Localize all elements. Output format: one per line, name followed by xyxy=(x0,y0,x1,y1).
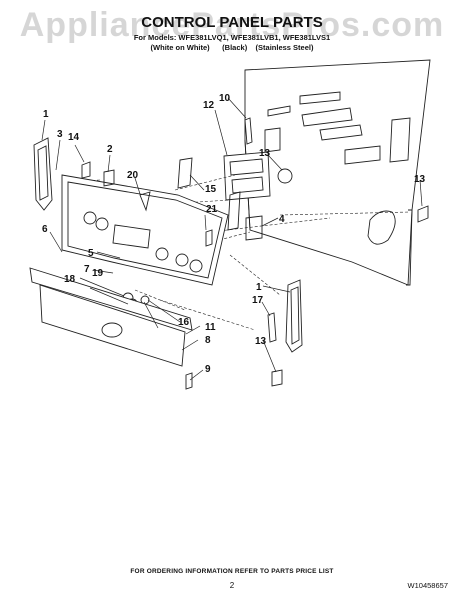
callout-14: 14 xyxy=(68,132,80,143)
rear-panel-shape xyxy=(244,59,431,286)
page-title: CONTROL PANEL PARTS xyxy=(141,14,323,31)
control-board-shape xyxy=(223,117,293,201)
callout-3: 3 xyxy=(57,129,63,140)
callout-5: 5 xyxy=(88,248,94,259)
callout-6: 6 xyxy=(42,224,48,235)
callout-4: 4 xyxy=(279,214,285,225)
callout-7: 7 xyxy=(84,264,90,275)
callout-10: 10 xyxy=(219,93,231,104)
callout-labels: 1 2 3 4 5 6 7 8 9 10 11 12 13 13 13 14 1… xyxy=(42,93,426,375)
leader-lines xyxy=(41,97,423,381)
callout-20: 20 xyxy=(127,170,139,181)
color-variants: (White on White) (Black) (Stainless Stee… xyxy=(150,43,314,52)
callout-1-left: 1 xyxy=(43,109,49,120)
callout-17: 17 xyxy=(252,295,264,306)
page-number: 2 xyxy=(229,581,235,590)
callout-21: 21 xyxy=(206,204,218,215)
model-list: For Models: WFE381LVQ1, WFE381LVB1, WFE3… xyxy=(133,33,331,42)
callout-12: 12 xyxy=(203,100,215,111)
callout-1-right: 1 xyxy=(256,282,262,293)
callout-15: 15 xyxy=(205,184,217,195)
callout-19: 19 xyxy=(92,268,104,279)
manifold-panel-shape xyxy=(29,267,193,367)
callout-18: 18 xyxy=(64,274,76,285)
small-parts-shapes xyxy=(81,157,429,390)
ordering-note: FOR ORDERING INFORMATION REFER TO PARTS … xyxy=(130,568,334,575)
console-panel-shape xyxy=(61,174,229,286)
callout-16: 16 xyxy=(178,317,190,328)
callout-11: 11 xyxy=(205,322,216,333)
callout-2: 2 xyxy=(107,144,113,155)
callout-8: 8 xyxy=(205,335,211,346)
left-end-cap-shape xyxy=(33,137,53,211)
callout-13-bottom: 13 xyxy=(255,336,267,347)
right-end-cap-shape xyxy=(285,279,303,353)
callout-9: 9 xyxy=(205,364,211,375)
callout-13-board: 13 xyxy=(259,148,271,159)
document-number: W10458657 xyxy=(407,581,448,590)
callout-13-right: 13 xyxy=(414,174,426,185)
watermark: AppliancePartsPros.com xyxy=(19,6,445,44)
